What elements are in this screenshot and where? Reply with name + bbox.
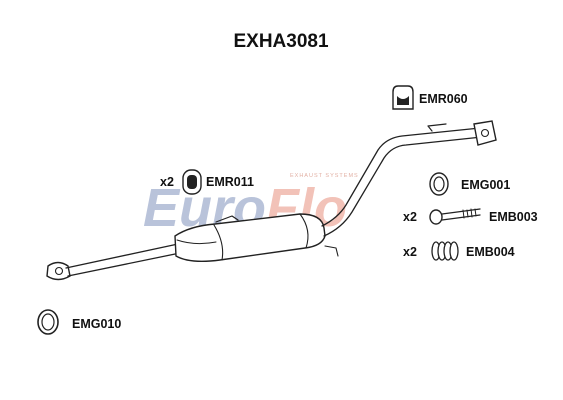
front-pipe-upper	[65, 243, 179, 269]
emb003-icon-shank	[441, 208, 481, 221]
part-code-emg010: EMG010	[72, 317, 121, 331]
emg001-icon-inner	[433, 176, 445, 192]
part-emr060: EMR060	[392, 85, 468, 110]
emr060-icon-cutout	[397, 96, 409, 105]
rear-pipe-lower	[323, 136, 483, 237]
part-qty-emb003: x2	[403, 210, 417, 224]
emb003-icon-thread	[462, 208, 477, 219]
silencer-inlet-rim	[176, 239, 217, 245]
rear-pipe-upper	[321, 127, 481, 227]
silencer-seam-left	[213, 224, 224, 261]
front-pipe-lower	[67, 252, 181, 277]
silencer-lug	[324, 245, 339, 257]
silencer-seam-right	[299, 213, 309, 249]
emg010-icon-inner	[41, 313, 55, 331]
emr011-icon-core	[187, 175, 197, 189]
part-code-emb004: EMB004	[466, 245, 515, 259]
silencer-hanger	[215, 215, 239, 223]
part-code-emr060: EMR060	[419, 92, 468, 106]
part-code-emg001: EMG001	[461, 178, 510, 192]
part-emg010: EMG010	[37, 309, 121, 335]
part-emr011: x2 EMR011	[160, 169, 254, 195]
front-flange-hole	[54, 266, 64, 276]
part-emg001: EMG001	[429, 172, 510, 196]
part-emb003: x2 EMB003	[403, 208, 538, 225]
emr060-icon	[392, 85, 414, 110]
emb004-icon	[431, 241, 459, 261]
part-emb004: x2 EMB004	[403, 241, 515, 261]
part-code-emb003: EMB003	[489, 210, 538, 224]
part-code-emr011: EMR011	[206, 175, 254, 189]
exhaust-pipe-assembly	[46, 120, 497, 281]
watermark-tagline: EXHAUST SYSTEMS	[290, 173, 359, 179]
emb003-icon-head	[429, 209, 443, 225]
diagram-title: EXHA3081	[233, 31, 328, 52]
rear-flange-hole	[480, 128, 490, 138]
watermark-logo: Euro Flo EXHAUST SYSTEMS	[143, 173, 359, 238]
part-qty-emr011: x2	[160, 175, 174, 189]
rear-hanger	[427, 123, 447, 132]
part-qty-emb004: x2	[403, 245, 417, 259]
